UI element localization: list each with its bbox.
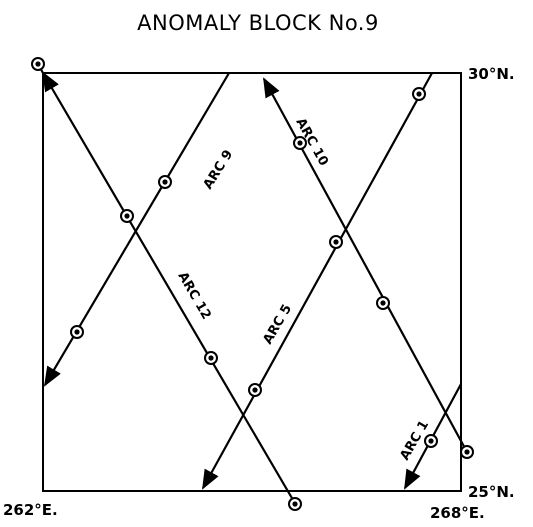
- arc-12-label: ARC 12: [175, 270, 214, 323]
- observation-point: [70, 325, 84, 339]
- lon-262e-label: 262°E.: [3, 501, 58, 519]
- arc-12-track: [41, 71, 297, 506]
- arc-5-label: ARC 5: [260, 302, 295, 347]
- lat-25n-label: 25°N.: [468, 483, 515, 501]
- observation-point: [120, 209, 134, 223]
- observation-point: [424, 434, 438, 448]
- observation-point: [204, 351, 218, 365]
- observation-point: [293, 136, 307, 150]
- diagram-title: ANOMALY BLOCK No.9: [137, 11, 379, 35]
- arc-10-track: [263, 77, 468, 453]
- block-boundary: [42, 72, 462, 492]
- observation-point: [248, 383, 262, 397]
- observation-point: [158, 175, 172, 189]
- observation-point: [329, 235, 343, 249]
- observation-point: [376, 296, 390, 310]
- observation-point: [460, 445, 474, 459]
- observation-point: [412, 87, 426, 101]
- arc-9-label: ARC 9: [201, 148, 237, 193]
- observation-point: [31, 57, 45, 71]
- arc-9-track: [43, 72, 230, 387]
- observation-point: [288, 497, 302, 511]
- lon-268e-label: 268°E.: [430, 504, 485, 522]
- lat-30n-label: 30°N.: [468, 65, 515, 83]
- arc-5-track: [202, 72, 433, 490]
